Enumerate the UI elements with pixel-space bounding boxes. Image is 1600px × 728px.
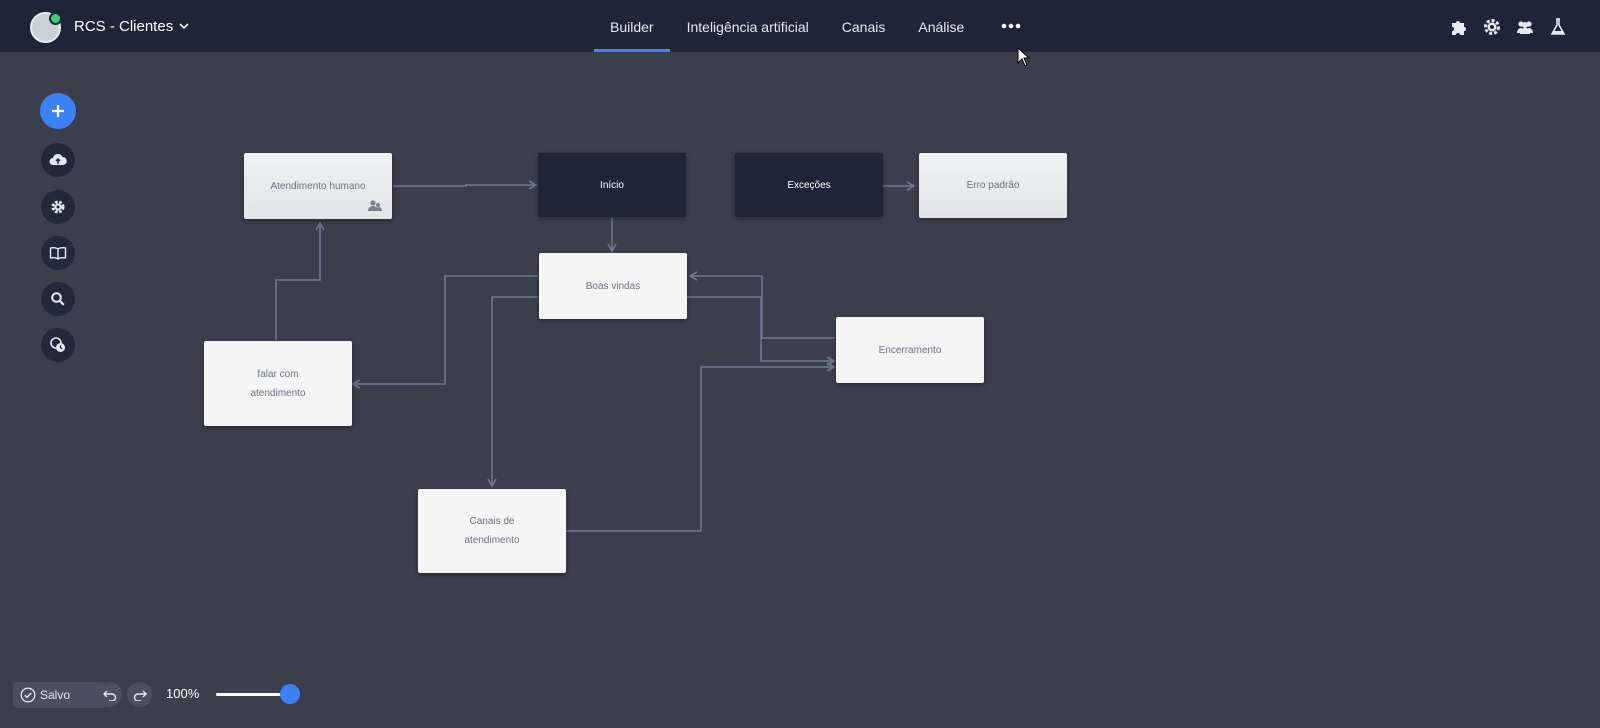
tab-canais[interactable]: Canais <box>841 19 886 35</box>
online-status-dot <box>49 12 62 25</box>
flow-block-boas-vindas[interactable]: Boas vindas <box>539 253 687 319</box>
bot-name: RCS - Clientes <box>74 18 174 35</box>
block-label: Erro padrão <box>966 180 1020 191</box>
flow-block-falar-com-atendimento[interactable]: falar com atendimento <box>204 341 352 426</box>
documentation-button[interactable] <box>41 236 75 270</box>
top-bar: RCS - Clientes Builder Inteligência arti… <box>0 0 1600 52</box>
check-circle-icon <box>20 687 36 703</box>
mouse-cursor-icon <box>1017 47 1031 67</box>
version-history-button[interactable] <box>41 328 75 362</box>
more-options-icon[interactable] <box>1001 20 1021 32</box>
block-label: Boas vindas <box>585 280 641 292</box>
block-label: Exceções <box>787 179 831 191</box>
add-icon <box>52 105 64 117</box>
block-label: Início <box>600 179 624 191</box>
block-label: falar com atendimento <box>250 368 306 399</box>
tab-builder[interactable]: Builder <box>594 0 670 52</box>
edge-canais-encerramento <box>566 362 836 532</box>
extensions-icon[interactable] <box>1449 17 1469 37</box>
lab-icon[interactable] <box>1548 17 1568 37</box>
zoom-level: 100% <box>166 686 200 701</box>
cloud-upload-icon <box>49 153 67 165</box>
main-tabs: Builder Inteligência artificial Canais A… <box>594 0 997 52</box>
zoom-slider-handle[interactable] <box>280 684 300 704</box>
tab-analise[interactable]: Análise <box>918 19 965 35</box>
save-status-text: Salvo <box>40 688 71 702</box>
flow-block-encerramento[interactable]: Encerramento <box>836 317 984 383</box>
block-label: Canais de atendimento <box>464 516 520 546</box>
save-status-badge: Salvo <box>13 682 105 708</box>
tab-inteligencia-artificial[interactable]: Inteligência artificial <box>686 19 809 35</box>
edge-encerramento-boas <box>688 271 835 339</box>
edge-atendimento-inicio <box>393 180 538 190</box>
edge-boas-falar <box>351 275 538 389</box>
book-icon <box>49 247 67 260</box>
edge-boas-canais <box>487 296 538 488</box>
redo-button[interactable] <box>127 682 152 707</box>
undo-button[interactable] <box>97 682 122 707</box>
zoom-slider-track[interactable] <box>216 693 292 696</box>
search-button[interactable] <box>41 282 75 316</box>
search-icon <box>51 292 65 306</box>
flow-block-erro-padrao[interactable]: Erro padrão <box>919 153 1067 218</box>
settings-icon <box>51 200 65 214</box>
flow-block-atendimento-humano[interactable]: Atendimento humano <box>244 153 392 219</box>
flow-block-excecoes[interactable]: Exceções <box>735 153 883 217</box>
edge-falar-atendimento <box>275 221 325 340</box>
block-label: Atendimento humano <box>270 180 366 192</box>
add-block-button[interactable] <box>40 93 76 129</box>
history-icon <box>50 337 65 352</box>
settings-icon[interactable] <box>1482 17 1502 37</box>
block-label: Encerramento <box>878 344 942 356</box>
team-icon <box>368 200 382 211</box>
bot-selector[interactable]: RCS - Clientes <box>74 18 189 35</box>
redo-icon <box>133 690 147 701</box>
chevron-down-icon <box>179 23 189 30</box>
flow-block-canais-de-atendimento[interactable]: Canais de atendimento <box>418 489 566 573</box>
publish-button[interactable] <box>41 143 75 177</box>
flow-block-inicio[interactable]: Início <box>538 153 686 217</box>
edge-boas-encerramento <box>686 296 836 366</box>
team-icon[interactable] <box>1515 17 1535 37</box>
undo-icon <box>102 690 116 701</box>
flow-settings-button[interactable] <box>41 190 75 224</box>
bot-avatar[interactable] <box>30 12 62 43</box>
